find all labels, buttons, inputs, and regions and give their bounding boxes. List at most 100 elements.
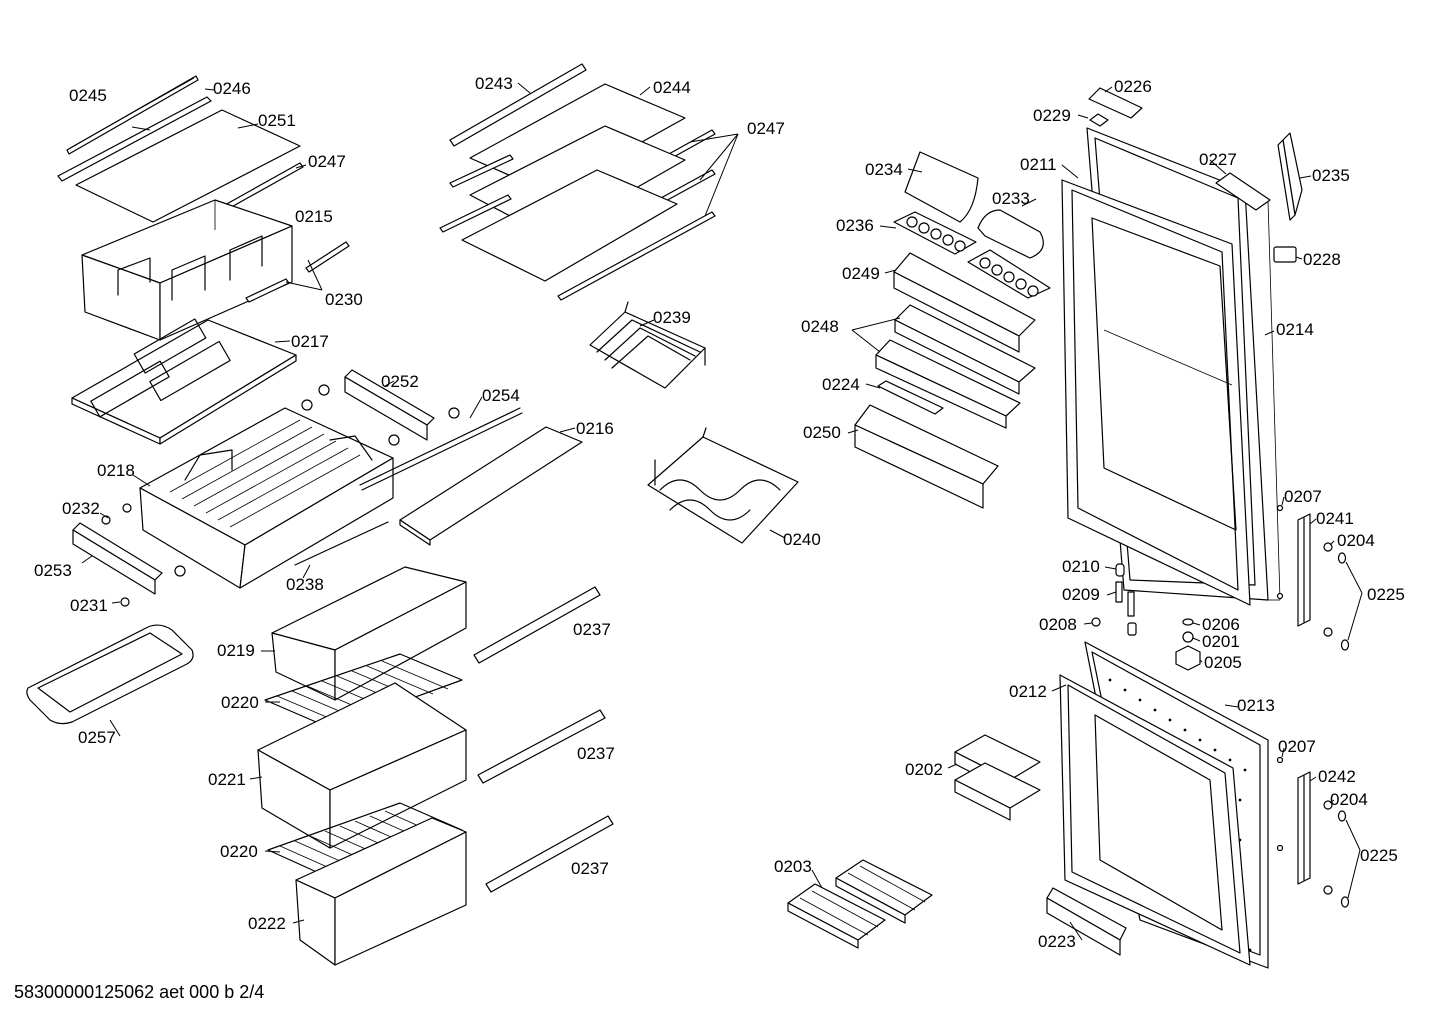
label-0215: 0215 (295, 207, 333, 226)
label-0226: 0226 (1114, 77, 1152, 96)
shelf-strips-0247 (439, 125, 716, 301)
label-0233: 0233 (992, 189, 1030, 208)
ice-packs-0202 (954, 734, 1041, 821)
label-0219: 0219 (217, 641, 255, 660)
hinge-pin-0210 (1115, 563, 1125, 577)
parts-0206-0201 (1182, 618, 1194, 643)
divider-0224 (877, 380, 944, 415)
label-0220-lower: 0220 (220, 842, 258, 861)
label-0236: 0236 (836, 216, 874, 235)
label-0213: 0213 (1237, 696, 1275, 715)
label-0222: 0222 (248, 914, 286, 933)
door-seal-0212 (1059, 674, 1251, 966)
tray-0257 (26, 624, 194, 725)
label-0239: 0239 (653, 308, 691, 327)
door-bin-0250 (854, 404, 999, 509)
label-0228: 0228 (1303, 250, 1341, 269)
label-0237-bottom: 0237 (571, 859, 609, 878)
label-0244: 0244 (653, 78, 691, 97)
leader-lines (81, 82, 1335, 941)
label-0240: 0240 (783, 530, 821, 549)
freezer-shelf-0217 (71, 318, 297, 445)
label-0217: 0217 (291, 332, 329, 351)
door-bin-0249 (893, 252, 1036, 353)
label-0207-upper: 0207 (1284, 487, 1322, 506)
drawing-reference: 58300000125062 aet 000 b 2/4 (14, 982, 264, 1002)
wire-rack-0239 (589, 301, 706, 389)
screw-0208 (1091, 617, 1101, 627)
rail-0254 (359, 407, 523, 491)
label-0241: 0241 (1316, 509, 1354, 528)
bottle-rack-0240 (647, 427, 799, 544)
cover-0227 (1215, 172, 1271, 211)
label-0247-right: 0247 (747, 119, 785, 138)
label-0234: 0234 (865, 160, 903, 179)
drawer-0222 (295, 817, 467, 966)
label-0223: 0223 (1038, 932, 1076, 951)
label-0224: 0224 (822, 375, 860, 394)
label-0253: 0253 (34, 561, 72, 580)
cap-0225-upper (1337, 552, 1350, 651)
label-0237-top: 0237 (573, 620, 611, 639)
label-0249: 0249 (842, 264, 880, 283)
label-0211: 0211 (1020, 155, 1057, 174)
drawer-0221 (257, 682, 467, 849)
label-0238: 0238 (286, 575, 324, 594)
rail-0238 (294, 521, 389, 566)
label-0247-left: 0247 (308, 152, 346, 171)
hinge-bolt-0209 (1115, 581, 1137, 636)
label-0221: 0221 (208, 770, 246, 789)
freezer-cover-0215 (81, 199, 293, 341)
bezel-0223 (1046, 887, 1127, 956)
control-panel-0235 (1277, 132, 1303, 221)
label-0229: 0229 (1033, 106, 1071, 125)
door-bin-0248-upper (894, 304, 1036, 395)
label-0204-upper: 0204 (1337, 531, 1375, 550)
butter-box-0233 (977, 209, 1044, 259)
label-0243: 0243 (475, 74, 513, 93)
label-0201: 0201 (1202, 632, 1240, 651)
label-0209: 0209 (1062, 585, 1100, 604)
shelf-trim-0245 (66, 75, 199, 155)
shelf-trim-0246 (57, 96, 212, 182)
label-0230: 0230 (325, 290, 363, 309)
door-bin-0248-lower (875, 339, 1021, 429)
label-0231: 0231 (70, 596, 108, 615)
hinge-cover-0226 (1088, 87, 1143, 119)
label-0225-lower: 0225 (1360, 846, 1398, 865)
label-0250: 0250 (803, 423, 841, 442)
label-0205: 0205 (1204, 653, 1242, 672)
label-0210: 0210 (1062, 557, 1100, 576)
door-seal-0211 (1061, 179, 1251, 606)
label-0254: 0254 (482, 386, 520, 405)
drawer-0219 (271, 566, 467, 701)
label-0242: 0242 (1318, 767, 1356, 786)
egg-tray-right (967, 249, 1051, 299)
drawer-grip-0253 (72, 522, 163, 595)
label-0202: 0202 (905, 760, 943, 779)
label-0227: 0227 (1199, 150, 1237, 169)
handle-0242 (1297, 771, 1311, 885)
label-0216: 0216 (576, 419, 614, 438)
screws-bumpers (101, 384, 460, 607)
label-0246: 0246 (213, 79, 251, 98)
clip-0230 (245, 241, 350, 303)
label-0235: 0235 (1312, 166, 1350, 185)
label-0251: 0251 (258, 111, 296, 130)
shelf-trim-0243 (449, 63, 587, 147)
egg-tray-0236 (893, 211, 977, 255)
ice-trays-0203 (787, 859, 933, 949)
label-0232: 0232 (62, 499, 100, 518)
glass-shelf-0251 (75, 109, 301, 223)
freezer-drawer-0218 (139, 407, 394, 589)
label-0237-mid: 0237 (577, 744, 615, 763)
button-0228 (1273, 246, 1297, 263)
label-0245: 0245 (69, 86, 107, 105)
label-0257: 0257 (78, 728, 116, 747)
label-0204-lower: 0204 (1330, 790, 1368, 809)
hinge-block-0205 (1175, 645, 1201, 671)
hinge-0229 (1089, 113, 1109, 127)
cap-0225-lower (1337, 810, 1350, 908)
label-0203: 0203 (774, 857, 812, 876)
